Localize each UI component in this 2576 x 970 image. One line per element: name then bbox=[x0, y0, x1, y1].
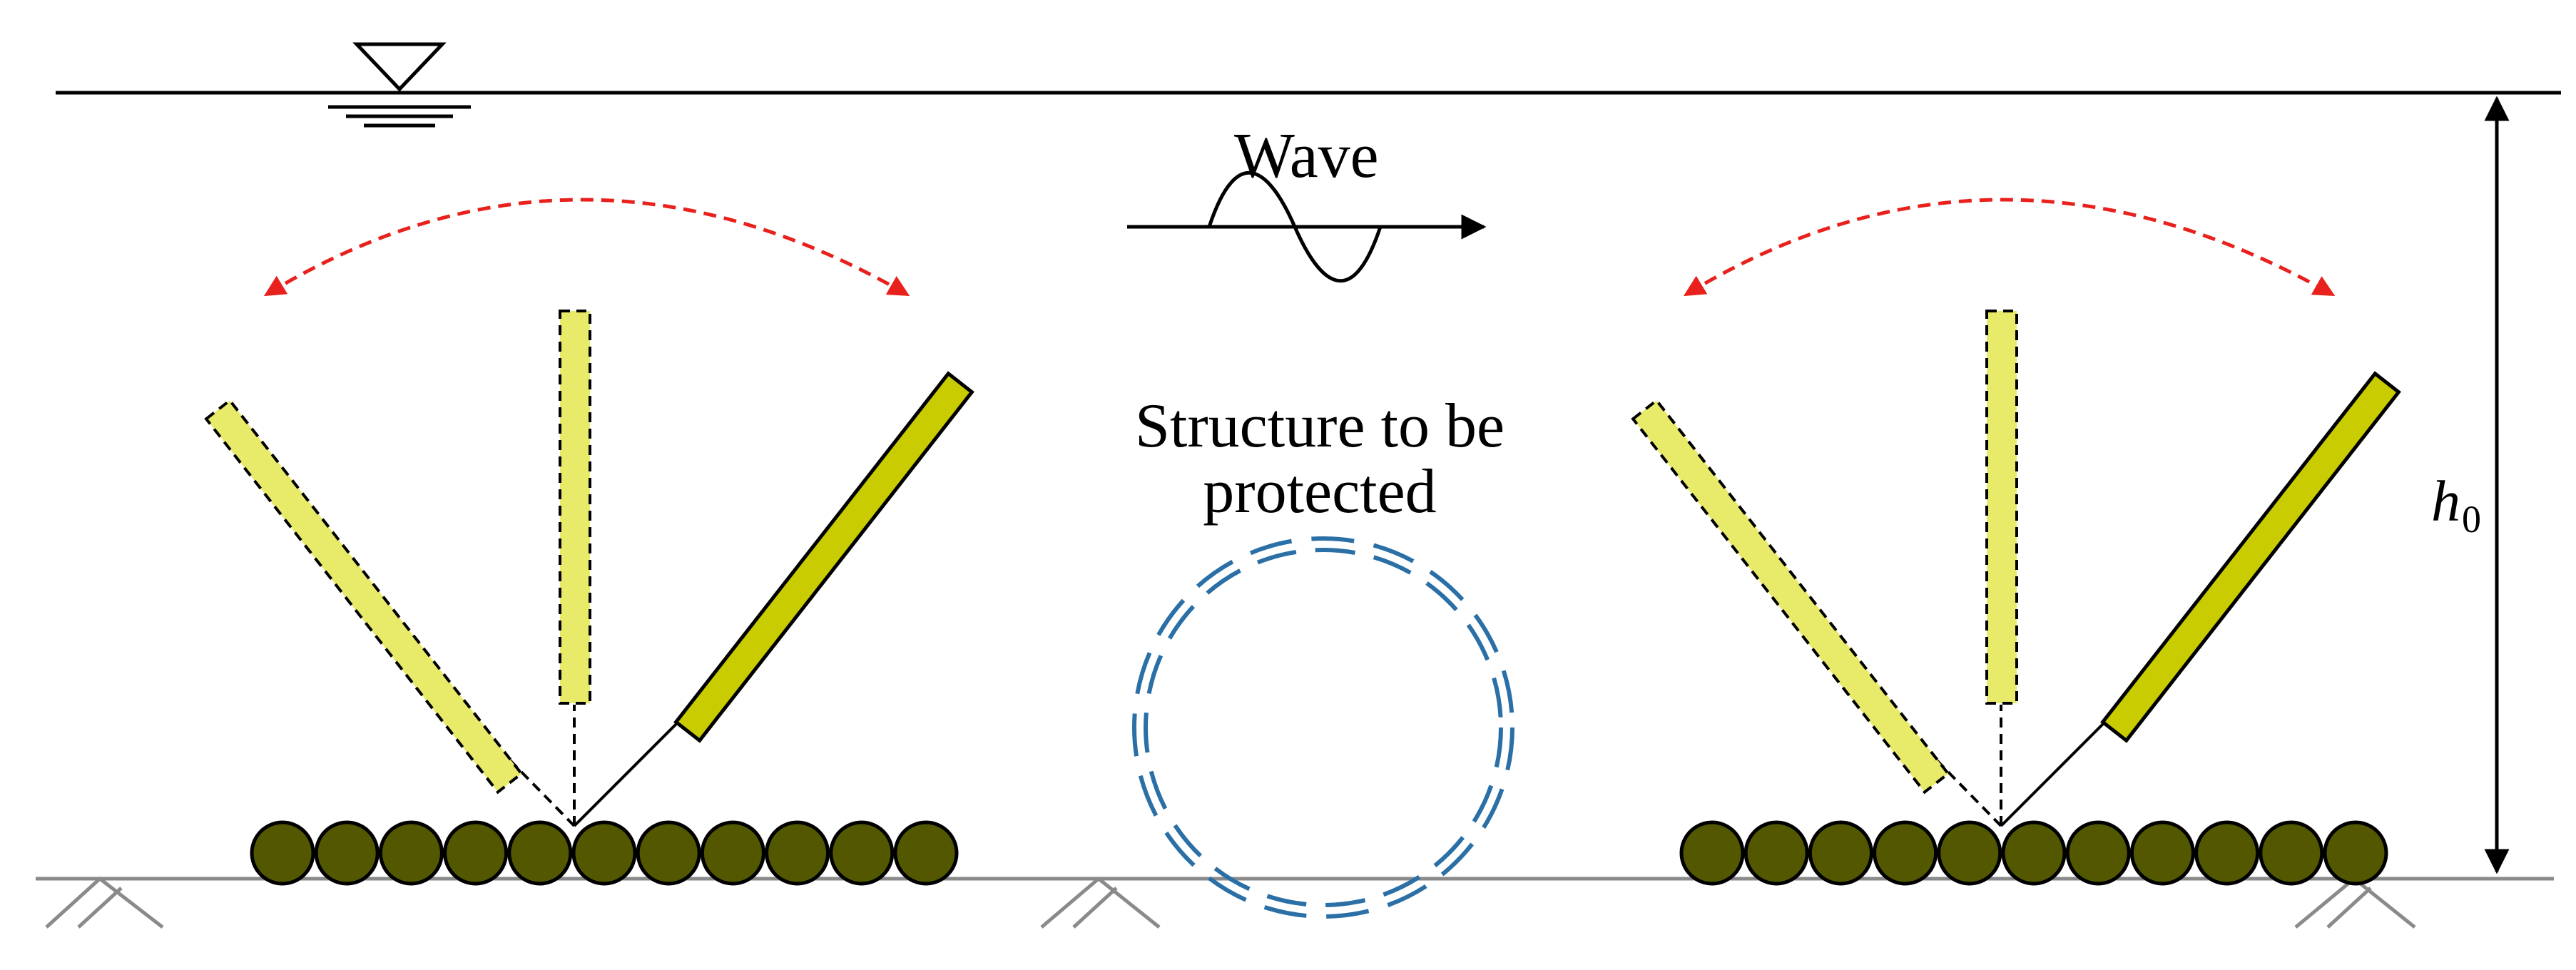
protected-structure-circle bbox=[1132, 536, 1514, 919]
base-cylinder-row bbox=[250, 820, 959, 886]
base-cylinder bbox=[765, 820, 830, 886]
base-cylinder bbox=[250, 820, 315, 886]
water-depth-label: h0 bbox=[2431, 469, 2481, 541]
flap-ghost-left-tether bbox=[1903, 726, 2002, 827]
water-depth-symbol: h bbox=[2431, 469, 2460, 534]
base-cylinder bbox=[2194, 820, 2260, 886]
seabed-hatch-icon bbox=[45, 876, 164, 929]
base-cylinder bbox=[2323, 820, 2388, 886]
wave-label: Wave bbox=[1234, 121, 1379, 191]
base-cylinder bbox=[314, 820, 380, 886]
structure-label: Structure to be protected bbox=[1134, 392, 1505, 527]
flap-ghost-left bbox=[204, 398, 524, 795]
left-flap-unit bbox=[204, 198, 974, 886]
seabed-hatch-icon bbox=[2294, 876, 2416, 929]
flap-ghost-upright bbox=[1985, 310, 2018, 705]
base-cylinder bbox=[2129, 820, 2195, 886]
base-cylinder bbox=[571, 820, 637, 886]
base-cylinder bbox=[2001, 820, 2067, 886]
base-cylinder-row bbox=[1679, 820, 2388, 886]
swing-range-arrow bbox=[263, 198, 910, 297]
base-cylinder bbox=[1679, 820, 1745, 886]
base-cylinder bbox=[1937, 820, 2002, 886]
seabed-hatch-icon bbox=[1040, 876, 1161, 929]
right-flap-unit bbox=[1631, 198, 2401, 886]
flap-active bbox=[673, 371, 974, 743]
flap-active-tether bbox=[573, 703, 697, 827]
swing-range-arrow bbox=[1683, 198, 2336, 297]
water-surface-marker-icon bbox=[328, 42, 471, 128]
base-cylinder bbox=[507, 820, 573, 886]
base-cylinder bbox=[700, 820, 765, 886]
flap-active-tether bbox=[2000, 703, 2124, 827]
flap-ghost-left bbox=[1631, 398, 1950, 795]
base-cylinder bbox=[1743, 820, 1809, 886]
base-cylinder bbox=[1873, 820, 1938, 886]
flap-active bbox=[2100, 371, 2401, 743]
sine-wave-arrow-icon bbox=[1127, 170, 1487, 283]
flap-ghost-left-tether bbox=[477, 726, 576, 827]
base-cylinder bbox=[636, 820, 701, 886]
base-cylinder bbox=[893, 820, 959, 886]
flap-ghost-upright bbox=[559, 310, 591, 705]
base-cylinder bbox=[378, 820, 444, 886]
base-cylinder bbox=[2259, 820, 2324, 886]
base-cylinder bbox=[829, 820, 895, 886]
base-cylinder bbox=[1808, 820, 1873, 886]
base-cylinder bbox=[2065, 820, 2131, 886]
base-cylinder bbox=[443, 820, 509, 886]
water-depth-subscript: 0 bbox=[2462, 498, 2481, 541]
